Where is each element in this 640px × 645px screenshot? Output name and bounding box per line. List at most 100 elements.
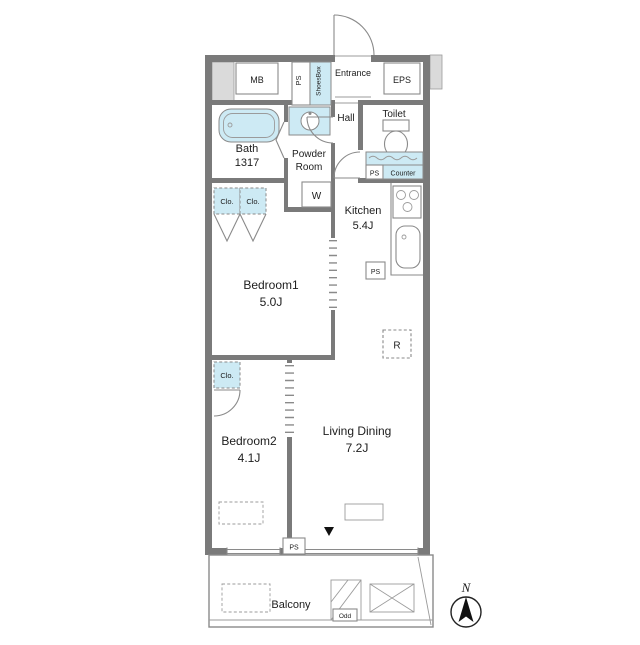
- wall-segment: [418, 548, 430, 555]
- balcony-border: [208, 554, 434, 628]
- closet-box: [213, 361, 241, 389]
- hatch-label-box: [332, 608, 358, 622]
- kitchen-counter: [390, 183, 423, 276]
- label-bottom-ps: PS: [289, 545, 299, 552]
- wall-segment: [331, 308, 335, 355]
- label-kitchen-size: 5.4J: [353, 220, 374, 232]
- window-bedroom2: [226, 547, 281, 556]
- crossed-box-diagonal: [369, 583, 415, 613]
- bathtub-drain: [227, 122, 233, 128]
- label-powder-2: Room: [296, 162, 323, 173]
- label-balcony: Balcony: [271, 599, 311, 611]
- toilet-tank: [382, 119, 410, 132]
- label-fridge: R: [393, 341, 400, 352]
- sliding-door-bedroom1: [329, 238, 337, 310]
- label-powder-1: Powder: [292, 149, 327, 160]
- label-bedroom2-size: 4.1J: [238, 451, 261, 465]
- wall-segment: [331, 105, 335, 117]
- wall-segment: [287, 355, 292, 365]
- door-swing-arc: [213, 389, 241, 417]
- wall-segment: [287, 435, 292, 548]
- label-kitchen: Kitchen: [345, 205, 382, 217]
- wall-segment: [288, 207, 335, 212]
- wall-segment: [205, 55, 212, 555]
- burner: [409, 190, 419, 200]
- wall-segment: [358, 178, 423, 183]
- refrigerator-space: [382, 329, 412, 359]
- window-gap: [227, 547, 280, 556]
- hatch-diagonal: [330, 579, 349, 603]
- label-closet-3: Clo.: [220, 371, 233, 380]
- wall-segment: [212, 355, 335, 360]
- shoesbox: [309, 61, 332, 106]
- ps-box-kitchen: [365, 261, 386, 280]
- toilet-door: [333, 151, 361, 179]
- label-north: N: [461, 580, 472, 595]
- label-living-size: 7.2J: [346, 441, 369, 455]
- label-shoesbox: ShoesBox: [316, 65, 323, 95]
- bathtub-inner: [223, 113, 275, 138]
- wall-segment: [423, 55, 430, 555]
- label-living: Living Dining: [323, 424, 392, 438]
- balcony-marking: [221, 583, 271, 613]
- wall-segment: [358, 100, 423, 105]
- counter-band: [365, 151, 424, 166]
- water-wave: [368, 155, 418, 161]
- entrance-door: [333, 14, 375, 56]
- wall-segment: [371, 55, 430, 62]
- door-swing-arc: [333, 151, 361, 179]
- wall-segment: [205, 55, 335, 62]
- ps-box-bottom: [282, 537, 306, 555]
- faucet: [308, 112, 312, 115]
- washer-space: [301, 181, 332, 208]
- door-gap: [329, 238, 337, 310]
- compass-icon: [450, 596, 482, 628]
- duct-space-left: [211, 61, 235, 104]
- walls: [205, 55, 430, 555]
- door-swing-arc: [306, 116, 334, 144]
- label-bedroom2: Bedroom2: [221, 434, 277, 448]
- door-gap: [284, 363, 295, 437]
- wall-segment: [331, 143, 335, 207]
- burner: [402, 202, 413, 212]
- window-gap: [300, 547, 418, 556]
- wall-segment: [331, 207, 335, 240]
- label-closet-1: Clo.: [220, 197, 233, 206]
- bath-folding-door: [275, 121, 285, 159]
- burner: [396, 190, 406, 200]
- toilet-fixture: [382, 119, 410, 158]
- wall-segment: [212, 178, 284, 183]
- wall-segment: [284, 158, 288, 212]
- compass-needle: [458, 597, 474, 622]
- folding-door: [239, 213, 267, 243]
- meter-box: [235, 62, 279, 95]
- balcony-partition: [417, 556, 432, 626]
- label-hall: Hall: [337, 113, 354, 124]
- label-bedroom1-size: 5.0J: [260, 295, 283, 309]
- window-living: [299, 547, 419, 556]
- label-toilet-ps: PS: [370, 171, 380, 178]
- wall-segment: [205, 548, 227, 555]
- wall-segment: [284, 105, 288, 122]
- label-mb: MB: [250, 75, 264, 85]
- label-bath: Bath: [236, 143, 259, 155]
- bathtub-outer: [218, 108, 280, 143]
- vanity-sink: [288, 106, 331, 136]
- wall-segment: [358, 105, 363, 150]
- label-closet-2: Clo.: [246, 197, 259, 206]
- label-counter: Counter: [391, 171, 417, 178]
- floor-marking-dashed: [218, 501, 264, 525]
- closet-bedroom2: [213, 361, 241, 417]
- powder-room-door: [306, 116, 334, 144]
- balcony-outline: [208, 554, 434, 628]
- counter-box: [382, 164, 424, 180]
- sliding-door-bedroom2: [284, 363, 295, 437]
- door-swing-arc: [333, 14, 375, 56]
- wall-segment: [212, 100, 335, 105]
- label-entrance: Entrance: [335, 68, 371, 78]
- floor-marking: [344, 503, 384, 521]
- label-ps-top: PS: [294, 75, 303, 85]
- bathtub: [218, 108, 280, 143]
- label-toilet: Toilet: [382, 109, 406, 120]
